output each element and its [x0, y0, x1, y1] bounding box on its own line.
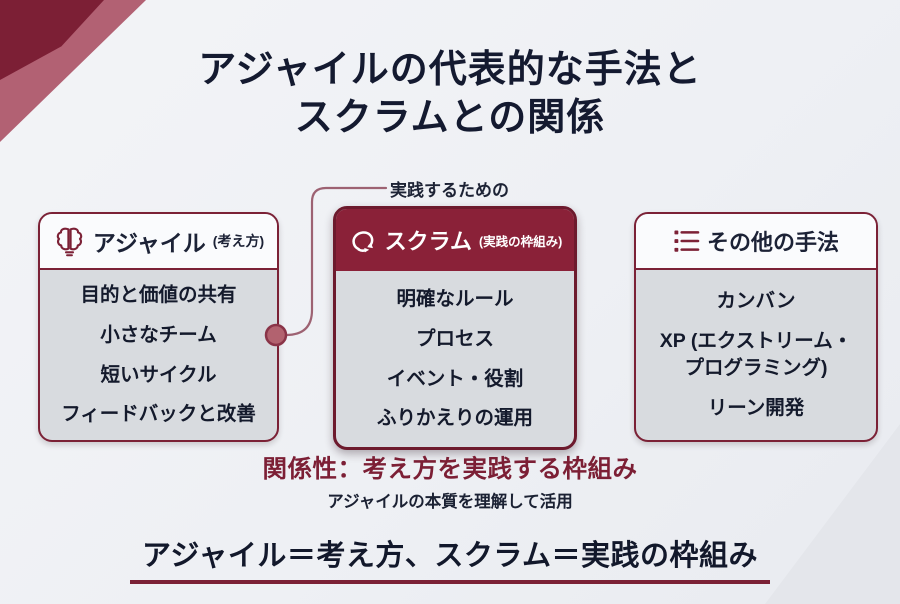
- list-icon: [673, 228, 700, 254]
- agile-card-items: 目的と価値の共有 小さなチーム 短いサイクル フィードバックと改善: [40, 270, 277, 440]
- agile-card-header: アジャイル (考え方): [40, 214, 277, 270]
- relationship-heading: 関係性：考え方を実践する枠組み: [262, 456, 638, 483]
- scrum-card-items: 明確なルール プロセス イベント・役割 ふりかえりの運用: [336, 271, 574, 447]
- scrum-card-header: スクラム (実践の枠組み): [336, 209, 574, 271]
- list-item: XP (エクストリーム・ プログラミング): [659, 330, 853, 379]
- list-item: 目的と価値の共有: [80, 283, 237, 306]
- list-item: 短いサイクル: [100, 363, 217, 386]
- list-item: プロセス: [415, 327, 494, 350]
- agile-card-subtitle: (考え方): [212, 233, 265, 249]
- other-methods-card-items: カンバン XP (エクストリーム・ プログラミング) リーン開発: [636, 270, 876, 440]
- scrum-card-subtitle: (実践の枠組み): [479, 234, 563, 249]
- other-methods-card: その他の手法 カンバン XP (エクストリーム・ プログラミング) リーン開発: [634, 212, 878, 442]
- list-item: リーン開発: [707, 396, 805, 419]
- scrum-card-title: スクラム: [384, 229, 472, 254]
- relationship-subtext: アジャイルの本質を理解して活用: [327, 493, 573, 511]
- scrum-card: スクラム (実践の枠組み) 明確なルール プロセス イベント・役割 ふりかえりの…: [333, 206, 577, 450]
- page-title-line1: アジャイルの代表的な手法と: [198, 49, 702, 92]
- brain-bulb-icon: [53, 225, 86, 258]
- other-methods-card-header: その他の手法: [636, 214, 876, 270]
- page-title-line2: スクラムとの関係: [294, 96, 606, 139]
- summary-text: アジャイル＝考え方、スクラム＝実践の枠組み: [129, 532, 771, 584]
- list-item: イベント・役割: [386, 367, 524, 390]
- relationship-note: 関係性：考え方を実践する枠組み アジャイルの本質を理解して活用: [0, 450, 900, 512]
- agile-card-title: アジャイル: [92, 230, 206, 256]
- list-item: ふりかえりの運用: [376, 407, 533, 430]
- page-title: アジャイルの代表的な手法と スクラムとの関係: [0, 47, 900, 141]
- list-item: 明確なルール: [396, 287, 514, 310]
- connector-label: 実践するための: [390, 181, 509, 200]
- scrum-cycle-icon: [348, 225, 378, 255]
- list-item: カンバン: [716, 290, 796, 313]
- agile-card: アジャイル (考え方) 目的と価値の共有 小さなチーム 短いサイクル フィードバ…: [38, 212, 279, 442]
- summary-statement: アジャイル＝考え方、スクラム＝実践の枠組み: [0, 532, 900, 584]
- list-item: フィードバックと改善: [61, 403, 256, 426]
- list-item: 小さなチーム: [100, 323, 217, 346]
- other-methods-card-title: その他の手法: [706, 230, 839, 255]
